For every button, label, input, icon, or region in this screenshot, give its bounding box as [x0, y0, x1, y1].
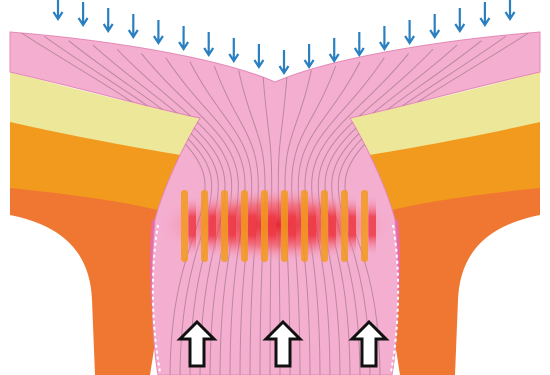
band-segment-red [248, 195, 256, 257]
arrow-down-icon [179, 26, 188, 49]
band-segment-red [228, 195, 236, 257]
arrow-down-icon [455, 8, 464, 31]
band-segment-orange [341, 190, 348, 262]
band-segment-orange [241, 190, 248, 262]
band-segment-red [368, 195, 376, 257]
band-segment-red [348, 195, 356, 257]
arrow-down-icon [154, 20, 163, 43]
arrow-down-icon [129, 14, 138, 37]
arrow-down-icon [330, 38, 339, 61]
arrow-down-icon [280, 50, 289, 73]
band-segment-orange [361, 190, 368, 262]
band-segment-orange [281, 190, 288, 262]
band-segment-red [188, 195, 196, 257]
arrow-down-icon [54, 0, 63, 19]
arrow-down-icon [104, 8, 113, 31]
band-segment-red [208, 195, 216, 257]
arrow-down-icon [229, 38, 238, 61]
arrow-down-icon [506, 0, 515, 19]
band-segment-red [268, 195, 276, 257]
band-segment-orange [321, 190, 328, 262]
arrow-down-icon [380, 26, 389, 49]
band-segment-red [328, 195, 336, 257]
band-segment-orange [201, 190, 208, 262]
arrow-down-icon [305, 44, 314, 67]
arrow-down-icon [355, 32, 364, 55]
band-segment-orange [261, 190, 268, 262]
band-segment-orange [181, 190, 188, 262]
band-segment-red [288, 195, 296, 257]
arrow-down-icon [430, 14, 439, 37]
arrow-down-icon [405, 20, 414, 43]
arrow-down-icon [254, 44, 263, 67]
arrow-down-icon [79, 2, 88, 25]
inflamed-band [155, 187, 395, 263]
band-segment-orange [301, 190, 308, 262]
band-segment-red [308, 195, 316, 257]
arrow-down-icon [480, 2, 489, 25]
band-segment-orange [221, 190, 228, 262]
arrow-down-icon [204, 32, 213, 55]
